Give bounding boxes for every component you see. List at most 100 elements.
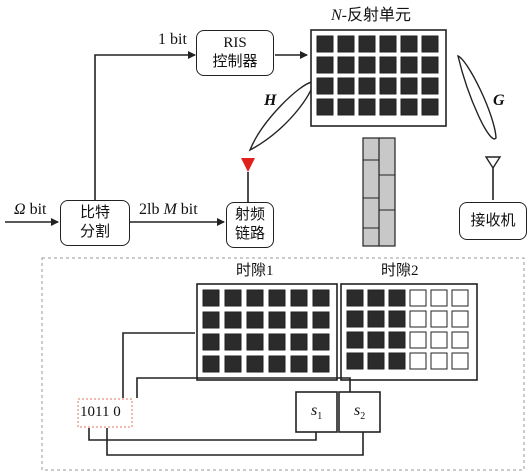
slot2-element (367, 289, 385, 307)
ris-element (337, 56, 355, 74)
slot1-element (246, 311, 264, 329)
ris-element (400, 77, 418, 95)
channel-g-label: G (493, 92, 505, 109)
ris-element (358, 35, 376, 53)
bit-splitter-box: 比特分割 (60, 200, 130, 246)
ris-element (379, 35, 397, 53)
ris-controller-line1: RIS (223, 35, 247, 51)
map-line-slot2 (136, 377, 351, 398)
slot1-element (268, 355, 286, 373)
omega-symbol: Ω (14, 201, 26, 218)
bit-sequence: 1011 0 (80, 405, 121, 420)
slot2-element (430, 310, 448, 328)
slot2-element (451, 289, 469, 307)
map-line-slot1 (122, 332, 195, 398)
slot1-element (202, 311, 220, 329)
slot2-element (388, 331, 406, 349)
ris-title-var: N (331, 7, 342, 24)
slot2-element (451, 310, 469, 328)
slot1-element (312, 333, 330, 351)
ris-element (400, 98, 418, 116)
ris-element (379, 77, 397, 95)
symbol-box-s2 (338, 391, 381, 433)
detail-region (41, 257, 525, 471)
slot1-element (290, 355, 308, 373)
slot2-element (388, 310, 406, 328)
input-bit-unit: bit (25, 201, 47, 218)
ris-element (337, 35, 355, 53)
bit-group-3: 0 (113, 404, 121, 420)
symbol-s2-base: s (354, 402, 361, 419)
slot1-element (224, 355, 242, 373)
ris-element (358, 77, 376, 95)
ris-element (316, 98, 334, 116)
slot2-element (346, 310, 364, 328)
slot1-element (312, 289, 330, 307)
slot1-element (268, 311, 286, 329)
ris-controller-box: RIS 控制器 (196, 30, 274, 76)
ris-element (316, 77, 334, 95)
symbol-s1-sub: 1 (317, 411, 323, 423)
rf-bit-prefix: 2lb (139, 201, 164, 218)
ris-element (337, 77, 355, 95)
ris-title-rest: -反射单元 (341, 7, 412, 24)
slot2-element (430, 289, 448, 307)
slot1-element (224, 289, 242, 307)
ris-element (421, 35, 439, 53)
slot1-elements (202, 289, 330, 373)
rf-bit-var: M (163, 201, 177, 218)
rf-bit-suffix: bit (176, 201, 198, 218)
slot1-element (202, 289, 220, 307)
slot2-element (451, 352, 469, 370)
slot2-elements (346, 289, 469, 370)
ris-controller-line2: 控制器 (212, 54, 258, 70)
symbol-s1-base: s (311, 402, 318, 419)
slot2-element (367, 310, 385, 328)
symbol-s2: s2 (354, 403, 365, 422)
ris-element (421, 56, 439, 74)
antenna-icon (241, 158, 255, 172)
slot1-label: 时隙1 (236, 263, 274, 279)
map-line-s2 (106, 428, 364, 456)
ris-side-view (362, 137, 396, 247)
slot2-element (346, 289, 364, 307)
rf-chain-line2: 链路 (234, 226, 265, 242)
ris-bit-label: 1 bit (158, 31, 187, 48)
symbol-s2-sub: 2 (360, 411, 366, 423)
beam-g-icon (457, 54, 497, 140)
slot1-element (312, 355, 330, 373)
slot2-label: 时隙2 (381, 263, 419, 279)
slot1-element (268, 289, 286, 307)
ris-element (358, 98, 376, 116)
slot1-element (224, 333, 242, 351)
beam-h-icon (248, 81, 314, 152)
slot2-element (388, 289, 406, 307)
ris-element (400, 35, 418, 53)
slot1-element (290, 289, 308, 307)
slot2-element (367, 352, 385, 370)
slot2-element (409, 352, 427, 370)
slot1-element (246, 289, 264, 307)
map-line-s1 (88, 428, 317, 441)
ris-element (379, 98, 397, 116)
splitter-line2: 分割 (79, 224, 110, 240)
slot2-element (409, 331, 427, 349)
bit-group-1: 10 (80, 404, 95, 420)
ris-element (421, 77, 439, 95)
slot2-element (346, 352, 364, 370)
receiver-box: 接收机 (459, 202, 527, 240)
symbol-box-s1 (295, 391, 338, 433)
ris-element (358, 56, 376, 74)
rf-chain-line1: 射频 (234, 207, 265, 223)
slot2-element (367, 331, 385, 349)
splitter-line1: 比特 (79, 205, 110, 221)
slot1-element (312, 311, 330, 329)
slot1-element (268, 333, 286, 351)
slot1-element (290, 333, 308, 351)
slot2-element (409, 289, 427, 307)
slot1-element (202, 333, 220, 351)
slot1-element (202, 355, 220, 373)
slot1-element (290, 311, 308, 329)
slot1-element (246, 333, 264, 351)
